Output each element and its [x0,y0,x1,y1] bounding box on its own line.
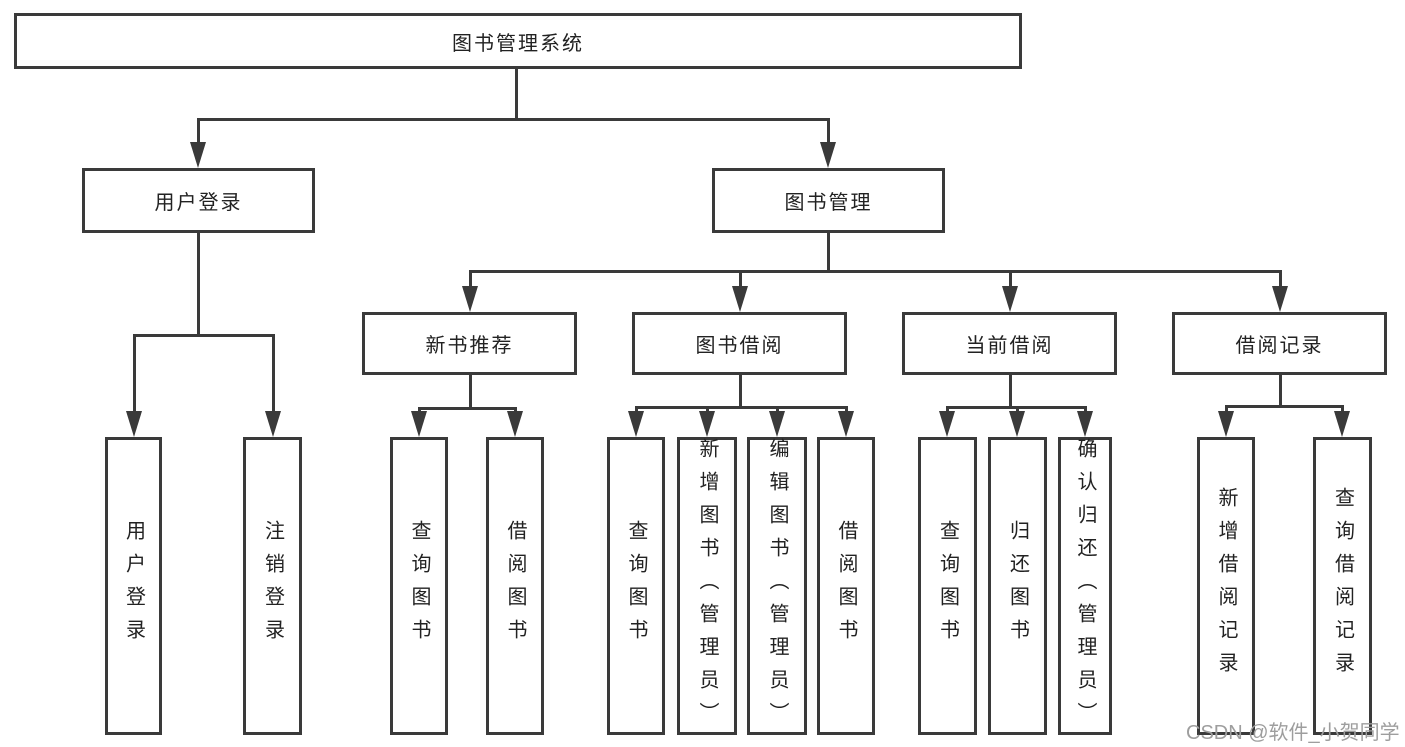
connector-line [468,270,1282,273]
node-root-label: 图书管理系统 [452,32,584,55]
leaf-add-borrow-record: 新增借阅记录 [1197,437,1255,735]
connector-line [196,118,830,121]
csdn-watermark: CSDN @软件_小贺同学 [1186,722,1400,744]
leaf-return-books: 归还图书 [988,437,1047,735]
leaf-user-login: 用户登录 [105,437,162,735]
connector-line [826,118,830,146]
node-current-borrowing-label: 当前借阅 [965,335,1054,357]
leaf-query-books-recommend-label: 查询图书 [408,520,430,652]
leaf-confirm-return-admin: 确认归还（管理员） [1058,437,1112,735]
leaf-user-login-label: 用户登录 [122,520,145,652]
connector-line [826,233,830,273]
node-current-borrowing: 当前借阅 [902,312,1117,375]
arrowhead-down-icon [1002,286,1018,312]
arrowhead-down-icon [462,286,478,312]
arrowhead-down-icon [265,411,281,437]
connector-line [1224,405,1344,408]
arrowhead-down-icon [769,411,785,437]
connector-line [945,406,949,414]
connector-line [1083,406,1087,414]
connector-line [1224,405,1228,414]
connector-line [132,334,274,337]
leaf-logout: 注销登录 [243,437,302,735]
connector-line [738,375,742,409]
leaf-logout-label: 注销登录 [261,520,284,652]
node-new-book-recommend-label: 新书推荐 [425,335,514,357]
connector-line [775,406,779,414]
node-new-book-recommend: 新书推荐 [362,312,577,375]
leaf-borrow-books-recommend-label: 借阅图书 [504,520,526,652]
arrowhead-down-icon [628,411,644,437]
arrowhead-down-icon [732,286,748,312]
leaf-query-books-recommend: 查询图书 [390,437,448,735]
leaf-borrow-books-recommend: 借阅图书 [486,437,544,735]
leaf-borrow-books: 借阅图书 [817,437,875,735]
connector-line [417,407,517,410]
connector-line [468,270,472,290]
arrowhead-down-icon [699,411,715,437]
arrowhead-down-icon [838,411,854,437]
leaf-borrow-books-label: 借阅图书 [835,520,857,652]
connector-line [634,406,848,409]
connector-line [705,406,709,414]
leaf-query-borrow-record-label: 查询借阅记录 [1331,487,1354,685]
arrowhead-down-icon [1009,411,1025,437]
arrowhead-down-icon [507,411,523,437]
connector-line [1008,270,1012,290]
connector-line [1278,375,1282,408]
arrowhead-down-icon [1272,286,1288,312]
connector-line [271,334,275,414]
connector-line [1340,405,1344,414]
leaf-edit-books-admin: 编辑图书（管理员） [747,437,807,735]
connector-line [634,406,638,414]
node-borrowing-records-label: 借阅记录 [1235,335,1324,357]
node-book-borrowing-label: 图书借阅 [695,335,784,357]
leaf-query-books-borrowing: 查询图书 [607,437,665,735]
leaf-query-books-borrowing-label: 查询图书 [625,520,647,652]
arrowhead-down-icon [1077,411,1093,437]
arrowhead-down-icon [939,411,955,437]
connector-line [468,375,472,410]
connector-line [196,118,200,146]
node-user-login-label: 用户登录 [154,192,243,214]
connector-line [132,334,136,414]
leaf-add-borrow-record-label: 新增借阅记录 [1215,487,1237,685]
leaf-query-borrow-record: 查询借阅记录 [1313,437,1372,735]
node-user-login: 用户登录 [82,168,315,233]
node-book-management: 图书管理 [712,168,945,233]
arrowhead-down-icon [411,411,427,437]
connector-line [1015,406,1019,414]
connector-line [1278,270,1282,290]
arrowhead-down-icon [1218,411,1234,437]
connector-line [514,69,518,120]
arrowhead-down-icon [820,142,836,168]
node-borrowing-records: 借阅记录 [1172,312,1387,375]
connector-line [196,233,200,337]
leaf-add-books-admin: 新增图书（管理员） [677,437,737,735]
leaf-edit-books-admin-label: 编辑图书（管理员） [766,437,788,735]
leaf-query-books-current-label: 查询图书 [936,520,959,652]
node-book-borrowing: 图书借阅 [632,312,847,375]
arrowhead-down-icon [190,142,206,168]
connector-line [844,406,848,414]
leaf-confirm-return-admin-label: 确认归还（管理员） [1074,437,1096,735]
leaf-query-books-current: 查询图书 [918,437,977,735]
arrowhead-down-icon [126,411,142,437]
arrowhead-down-icon [1334,411,1350,437]
connector-line [738,270,742,290]
leaf-return-books-label: 归还图书 [1006,520,1029,652]
node-root: 图书管理系统 [14,13,1022,69]
connector-line [1008,375,1012,409]
leaf-add-books-admin-label: 新增图书（管理员） [696,437,718,735]
node-book-management-label: 图书管理 [784,192,873,214]
